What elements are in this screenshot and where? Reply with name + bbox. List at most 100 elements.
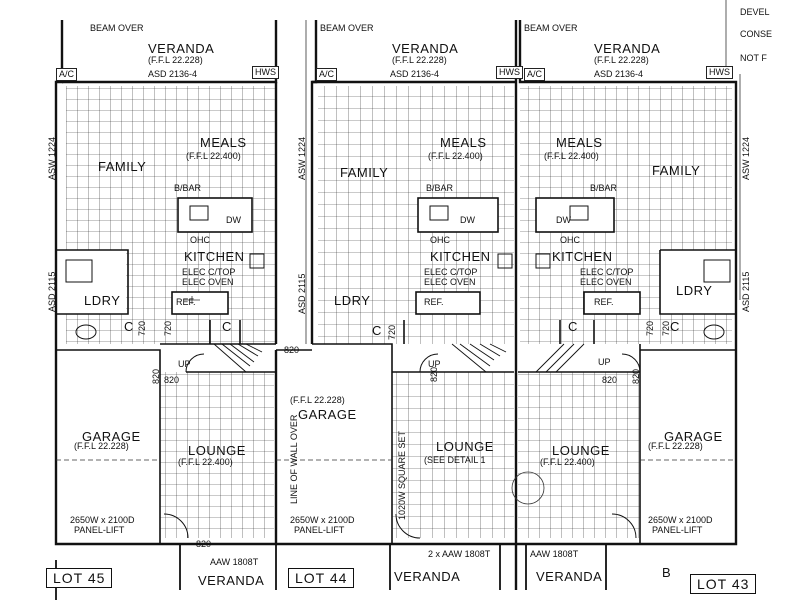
veranda-label: VERANDA <box>148 41 215 56</box>
meals-ffl: (F.F.L 22.400) <box>186 151 241 161</box>
dw-label: DW <box>556 215 571 225</box>
lounge-ffl: (F.F.L 22.400) <box>540 457 595 467</box>
veranda-label: VERANDA <box>392 41 459 56</box>
lounge-note: (SEE DETAIL 1 <box>424 455 486 465</box>
dim-720-a: 720 <box>645 320 655 336</box>
meals-ffl: (F.F.L 22.400) <box>544 151 599 161</box>
lot-number-44: LOT 44 <box>288 568 355 588</box>
veranda-bottom-label: VERANDA <box>394 569 461 584</box>
hws-tag: HWS <box>496 66 523 79</box>
ohc-label: OHC <box>560 235 580 245</box>
lot-number-43: LOT 43 <box>690 574 757 594</box>
dim-820-b: 820 <box>631 368 641 384</box>
asw-side-label: ASW 1224 <box>297 136 307 180</box>
ac-tag: A/C <box>316 68 338 81</box>
window-aaw: 2 x AAW 1808T <box>428 549 491 559</box>
garage-label: GARAGE <box>664 429 723 444</box>
garage-ffl: (F.F.L 22.228) <box>74 441 129 451</box>
hws-tag: HWS <box>252 66 279 79</box>
veranda-bottom-label: VERANDA <box>536 569 603 584</box>
garage-ffl: (F.F.L 22.228) <box>648 441 703 451</box>
garage-door-type: PANEL-LIFT <box>652 525 703 535</box>
dim-720-b: 720 <box>163 320 173 336</box>
dim-720-b: 720 <box>661 320 671 336</box>
meals-label: MEALS <box>556 135 603 150</box>
corner-note-2: CONSE <box>740 29 773 39</box>
interior-walls <box>56 197 737 544</box>
stairs <box>213 343 585 373</box>
ohc-label: OHC <box>430 235 450 245</box>
garage-ffl: (F.F.L 22.228) <box>290 395 345 405</box>
room-blanks <box>60 20 732 538</box>
guide-lines <box>56 0 741 505</box>
dim-820-c: 820 <box>284 345 300 355</box>
window-aaw: AAW 1808T <box>530 549 579 559</box>
ref-label: REF. <box>424 297 444 307</box>
asd-side-label: ASD 2115 <box>297 273 307 314</box>
stair-up-label: UP <box>428 359 441 369</box>
lot-number-45: LOT 45 <box>46 568 113 588</box>
cupboard-label-1: C <box>124 319 134 334</box>
stair-up-label: UP <box>598 357 611 367</box>
veranda-ffl: (F.F.L 22.228) <box>594 55 649 65</box>
door-swings <box>163 353 641 539</box>
dim-820-a: 820 <box>602 375 618 385</box>
garage-door-type: PANEL-LIFT <box>294 525 345 535</box>
bbar-label: B/BAR <box>590 183 618 193</box>
stair-up-label: UP <box>178 359 191 369</box>
dw-label: DW <box>460 215 475 225</box>
kitchen-label: KITCHEN <box>430 249 491 264</box>
bbar-label: B/BAR <box>174 183 202 193</box>
laundry-label: LDRY <box>676 283 713 298</box>
asw-side-label: ASW 1224 <box>741 136 751 180</box>
garage-door-size: 2650W x 2100D <box>290 515 355 525</box>
window-aaw: AAW 1808T <box>210 557 259 567</box>
elec-oven-label: ELEC OVEN <box>580 277 632 287</box>
lounge-ffl: (F.F.L 22.400) <box>178 457 233 467</box>
veranda-label: VERANDA <box>594 41 661 56</box>
beam-over-label: BEAM OVER <box>320 23 374 33</box>
corner-note-3: NOT F <box>740 53 767 63</box>
hws-tag: HWS <box>706 66 733 79</box>
stair-note: 1020W SQUARE SET <box>397 430 407 520</box>
meals-ffl: (F.F.L 22.400) <box>428 151 483 161</box>
garage-door-type: PANEL-LIFT <box>74 525 125 535</box>
lounge-label: LOUNGE <box>188 443 246 458</box>
elec-ctop-label: ELEC C/TOP <box>580 267 634 277</box>
kitchen-label: KITCHEN <box>552 249 613 264</box>
cupboard-label-1: C <box>372 323 382 338</box>
garage-door-size: 2650W x 2100D <box>648 515 713 525</box>
lounge-label: LOUNGE <box>552 443 610 458</box>
ac-tag: A/C <box>56 68 78 81</box>
meals-label: MEALS <box>440 135 487 150</box>
cupboard-label-1: C <box>568 319 578 334</box>
veranda-ffl: (F.F.L 22.228) <box>148 55 203 65</box>
laundry-label: LDRY <box>84 293 121 308</box>
dim-720-a: 720 <box>137 320 147 336</box>
asd-side-label: ASD 2115 <box>741 271 751 312</box>
garage-label: GARAGE <box>298 407 357 422</box>
ac-tag: A/C <box>524 68 546 81</box>
lounge-label: LOUNGE <box>436 439 494 454</box>
ref-label: REF. <box>176 297 196 307</box>
cupboard-label-2: C <box>222 319 232 334</box>
garage-label: GARAGE <box>82 429 141 444</box>
cupboard-label-2: C <box>670 319 680 334</box>
dim-820: 820 <box>429 366 439 382</box>
beam-over-label: BEAM OVER <box>524 23 578 33</box>
ohc-label: OHC <box>190 235 210 245</box>
section-marker-b: B <box>662 565 672 580</box>
dim-820-d: 820 <box>196 539 212 549</box>
family-label: FAMILY <box>652 163 701 178</box>
kitchen-label: KITCHEN <box>184 249 245 264</box>
fixtures <box>65 205 731 340</box>
dim-820-a: 820 <box>151 368 161 384</box>
line-of-wall-over: LINE OF WALL OVER <box>289 414 299 504</box>
laundry-label: LDRY <box>334 293 371 308</box>
veranda-ffl: (F.F.L 22.228) <box>392 55 447 65</box>
family-label: FAMILY <box>98 159 147 174</box>
elec-ctop-label: ELEC C/TOP <box>424 267 478 277</box>
dim-820-b: 820 <box>164 375 180 385</box>
garage-door-size: 2650W x 2100D <box>70 515 135 525</box>
